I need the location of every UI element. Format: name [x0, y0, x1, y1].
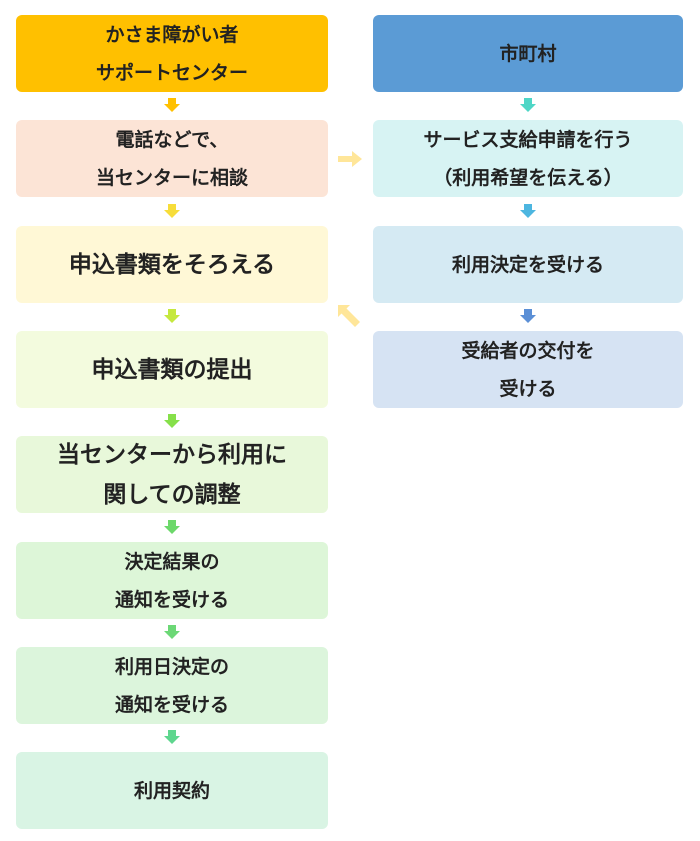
down-arrow-icon: [164, 520, 180, 534]
down-arrow-icon: [520, 204, 536, 218]
step-line: 電話などで、: [115, 128, 229, 151]
step-line: 決定結果の: [124, 550, 220, 573]
step-receive-decision: 利用決定を受ける: [373, 226, 683, 303]
step-line: 受ける: [499, 377, 557, 400]
step-apply-service: サービス支給申請を行う （利用希望を伝える）: [373, 120, 683, 197]
step-consult: 電話などで、当センターに相談: [16, 120, 328, 197]
step-line: 利用決定を受ける: [451, 253, 604, 276]
step-line: 利用日決定の: [114, 655, 229, 678]
step-line: サポートセンター: [95, 61, 248, 84]
step-line: 当センターに相談: [95, 166, 248, 189]
up-left-arrow-icon: [338, 305, 360, 327]
down-arrow-icon: [164, 309, 180, 323]
step-submit-documents: 申込書類の提出: [16, 331, 328, 408]
step-line: 受給者の交付を: [461, 339, 595, 362]
down-arrow-icon: [164, 730, 180, 744]
step-date-notice: 利用日決定の通知を受ける: [16, 647, 328, 724]
step-municipality: 市町村: [373, 15, 683, 92]
step-line: 利用契約: [133, 779, 210, 802]
step-line: サービス支給申請を行う: [423, 128, 633, 151]
step-line: 通知を受ける: [114, 588, 229, 611]
down-arrow-icon: [520, 98, 536, 112]
step-support-center: かさま障がい者サポートセンター: [16, 15, 328, 92]
step-line: 当センターから利用に: [57, 441, 287, 468]
step-coordination: 当センターから利用に関しての調整: [16, 436, 328, 513]
down-arrow-icon: [164, 98, 180, 112]
down-arrow-icon: [164, 625, 180, 639]
step-contract: 利用契約: [16, 752, 328, 829]
step-receive-certificate: 受給者の交付を受ける: [373, 331, 683, 408]
step-line: （利用希望を伝える）: [433, 166, 623, 189]
step-line: 通知を受ける: [114, 693, 229, 716]
down-arrow-icon: [520, 309, 536, 323]
down-arrow-icon: [164, 204, 180, 218]
right-arrow-icon: [338, 151, 362, 167]
step-line: 申込書類をそろえる: [68, 251, 276, 278]
step-line: 申込書類の提出: [91, 356, 253, 383]
step-decision-notice: 決定結果の通知を受ける: [16, 542, 328, 619]
step-line: 関しての調整: [103, 481, 241, 508]
step-line: 市町村: [499, 42, 557, 65]
step-line: かさま障がい者: [105, 23, 239, 46]
step-prepare-documents: 申込書類をそろえる: [16, 226, 328, 303]
down-arrow-icon: [164, 414, 180, 428]
